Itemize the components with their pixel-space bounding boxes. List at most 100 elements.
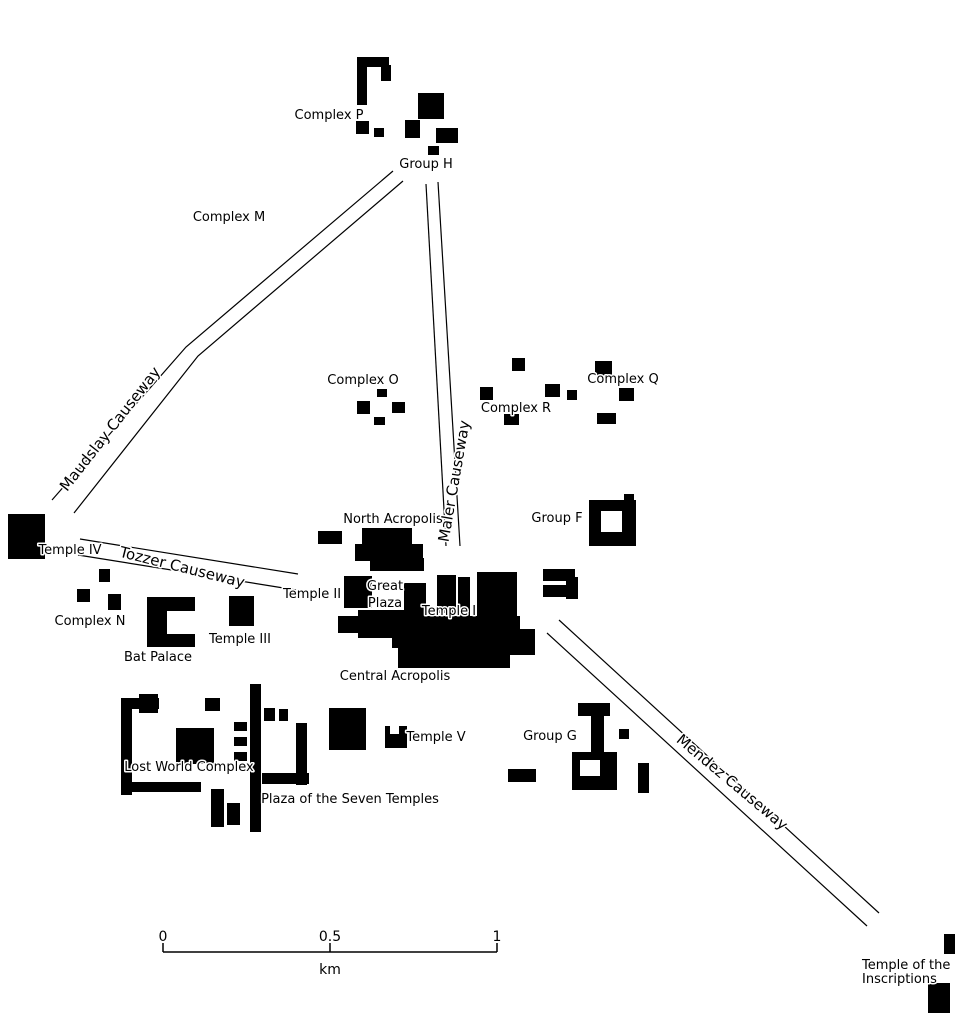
lost-world-complex-structure bbox=[121, 698, 132, 795]
temple-iii-structure bbox=[229, 596, 254, 626]
complex-q-structure bbox=[512, 358, 525, 371]
maudslay-causeway-label: Maudslay Causeway bbox=[56, 363, 164, 494]
temple-v-courtyard bbox=[390, 726, 399, 734]
group-g-label: Group G bbox=[523, 729, 577, 744]
temple-of-the-inscriptions-structure bbox=[944, 934, 955, 954]
mendez-causeway-line bbox=[546, 632, 868, 927]
tozzer-causeway-line bbox=[79, 538, 299, 575]
complex-p-structure bbox=[374, 128, 384, 137]
complex-q-structure bbox=[619, 388, 634, 401]
lost-world-complex-structure bbox=[176, 728, 214, 764]
complex-n-structure bbox=[99, 569, 110, 582]
maudslay-causeway-line bbox=[51, 170, 394, 501]
great-plaza-structures-structure bbox=[458, 577, 470, 617]
tozzer-causeway-line bbox=[77, 554, 297, 591]
complex-q-structure bbox=[595, 361, 612, 376]
temple-ii-structure bbox=[344, 576, 372, 608]
bat-palace-courtyard bbox=[167, 611, 195, 634]
complex-q-structure bbox=[597, 413, 616, 424]
central-acropolis-structure bbox=[505, 629, 535, 655]
south-acropolis-structure bbox=[508, 769, 536, 782]
great-plaza-structures-structure bbox=[477, 572, 517, 620]
lost-world-complex-structure bbox=[227, 803, 240, 825]
maudslay-causeway-line bbox=[73, 180, 404, 514]
complex-o-structure bbox=[392, 402, 405, 413]
group-h-label: Group H bbox=[399, 157, 453, 172]
complex-p-structure bbox=[428, 146, 439, 155]
complex-o-structure bbox=[374, 417, 385, 425]
group-g-structure bbox=[638, 763, 649, 793]
central-acropolis-label: Central Acropolis bbox=[340, 669, 451, 684]
north-acropolis-structure bbox=[362, 528, 412, 548]
complex-p-structure bbox=[405, 120, 420, 138]
complex-q-structure bbox=[567, 390, 577, 400]
temple-i-label: Temple I bbox=[421, 604, 476, 619]
group-g-structure bbox=[578, 703, 610, 716]
complex-p-structure bbox=[381, 65, 391, 81]
central-acropolis-structure bbox=[398, 634, 510, 668]
temple-of-the-inscriptions-structure bbox=[928, 983, 950, 1013]
east-plaza-structure bbox=[566, 577, 578, 599]
complex-p-structure bbox=[356, 121, 369, 134]
north-acropolis-structure bbox=[355, 544, 423, 561]
lost-world-complex-structure bbox=[234, 737, 247, 746]
north-acropolis-structure bbox=[370, 558, 424, 571]
temple-ii-label: Temple II bbox=[282, 587, 341, 602]
temple-v-structure bbox=[329, 708, 366, 750]
temple-v-label: Temple V bbox=[405, 730, 465, 745]
lost-world-complex-structure bbox=[250, 684, 261, 832]
maler-causeway-line bbox=[437, 181, 461, 547]
group-g-structure bbox=[619, 729, 629, 739]
complex-r-structure bbox=[480, 387, 493, 400]
scalebar-unit-label: km bbox=[319, 962, 341, 978]
lost-world-complex-structure bbox=[205, 698, 220, 711]
temple-iv-structure bbox=[8, 514, 45, 559]
plaza-of-the-seven-temples-label: Plaza of the Seven Temples bbox=[261, 792, 439, 807]
bat-palace-label: Bat Palace bbox=[124, 650, 192, 665]
complex-o-label: Complex O bbox=[327, 373, 398, 388]
complex-p-label: Complex P bbox=[295, 108, 364, 123]
group-f-structure bbox=[624, 494, 634, 502]
tozzer-causeway-label: Tozzer Causeway bbox=[117, 543, 247, 592]
complex-r-label: Complex R bbox=[481, 401, 551, 416]
complex-p-structure bbox=[436, 128, 458, 143]
group-f-courtyard bbox=[601, 511, 622, 532]
lost-world-complex-structure bbox=[211, 789, 224, 827]
complex-n-structure bbox=[108, 594, 121, 610]
complex-n-structure bbox=[77, 589, 90, 602]
complex-p-structure bbox=[418, 93, 444, 119]
lost-world-complex-structure bbox=[121, 782, 201, 792]
north-acropolis-label: North Acropolis bbox=[343, 512, 443, 527]
lost-world-complex-structure bbox=[234, 752, 247, 761]
great-plaza-structures-structure bbox=[404, 583, 426, 613]
complex-p-structure bbox=[365, 57, 389, 67]
group-g-courtyard bbox=[580, 760, 600, 776]
lost-world-complex-structure bbox=[279, 709, 288, 721]
mendez-causeway-line bbox=[558, 619, 880, 914]
lost-world-complex-structure bbox=[121, 698, 159, 709]
complex-q-label: Complex Q bbox=[587, 372, 658, 387]
mendez-causeway-label: Mendez Causeway bbox=[673, 730, 792, 834]
group-f-label: Group F bbox=[531, 511, 582, 526]
complex-p-structure bbox=[357, 57, 367, 105]
scalebar-tick-label: 0 bbox=[159, 929, 168, 945]
east-plaza-structure bbox=[543, 585, 569, 597]
temple-iv-label: Temple IV bbox=[37, 543, 101, 558]
scalebar-tick-label: 0.5 bbox=[319, 929, 341, 945]
maler-causeway-line bbox=[425, 183, 447, 547]
north-acropolis-structure bbox=[318, 531, 342, 544]
lost-world-complex-structure bbox=[296, 723, 307, 785]
complex-n-label: Complex N bbox=[55, 614, 126, 629]
lost-world-complex-structure bbox=[262, 773, 309, 784]
complex-r-structure bbox=[504, 414, 519, 425]
complex-q-structure bbox=[545, 384, 560, 397]
lost-world-complex-structure bbox=[234, 722, 247, 731]
complex-o-structure bbox=[377, 389, 387, 397]
lost-world-complex-label: Lost World Complex bbox=[124, 760, 254, 775]
complex-m-label: Complex M bbox=[193, 210, 265, 225]
lost-world-complex-structure bbox=[264, 708, 275, 721]
